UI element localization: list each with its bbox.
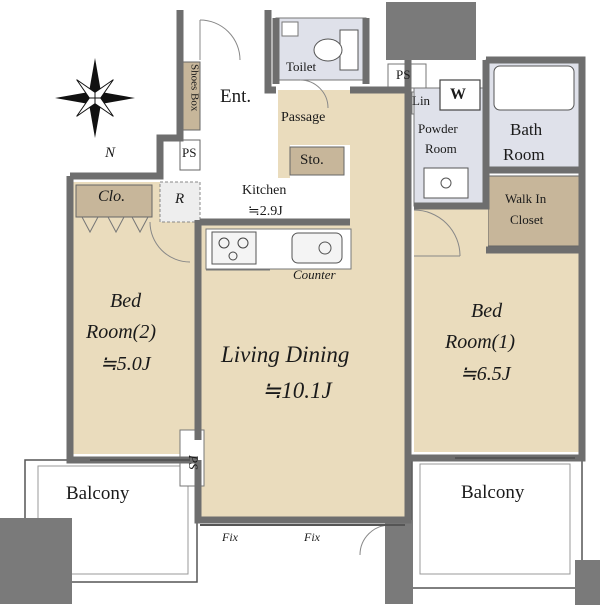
- bedroom-2-label-2: Room(2): [86, 321, 156, 343]
- walk-in-closet: [487, 175, 583, 247]
- counter-label: Counter: [293, 267, 336, 282]
- vanity-sink-icon: [423, 167, 469, 199]
- closet-doors: [81, 216, 149, 234]
- bedroom-2-door-swing: [149, 221, 191, 263]
- washer-box: [439, 79, 481, 111]
- powder-room-label-1: Powder: [418, 121, 458, 136]
- balcony-right-label: Balcony: [461, 482, 525, 503]
- toilet-sink-icon: [281, 21, 299, 37]
- living-dining-floor: [198, 90, 408, 520]
- powder-room-label-2: Room: [425, 141, 457, 156]
- ps-left-label: PS: [182, 145, 197, 160]
- fix-window-left-label: Fix: [222, 530, 238, 544]
- living-dining-size: ≒10.1J: [262, 378, 332, 403]
- bedroom-1-floor: [414, 208, 582, 452]
- closet-label: Clo.: [98, 188, 126, 205]
- compass-rose-icon: [55, 58, 135, 138]
- bedroom-2-label-1: Bed: [110, 290, 142, 312]
- passage-label: Passage: [281, 110, 326, 125]
- bathtub-icon: [493, 65, 575, 111]
- fix-window-right-label: Fix: [304, 530, 320, 544]
- bath-room-label-2: Room: [503, 145, 545, 164]
- ps-bottom-label: PS: [185, 455, 201, 470]
- refrigerator-label: R: [175, 191, 185, 207]
- lin-label: Lin: [412, 93, 431, 108]
- storage-label: Sto.: [300, 152, 324, 168]
- passage-floor: [278, 90, 350, 178]
- kitchen-size-label: ≒2.9J: [248, 204, 283, 219]
- entrance-door-swing: [199, 19, 241, 61]
- sink-icon: [291, 232, 343, 264]
- kitchen-label: Kitchen: [242, 183, 287, 198]
- column-bottom-left: [0, 518, 72, 604]
- closet-clo: [75, 184, 153, 218]
- compass-north-label: N: [105, 145, 116, 161]
- column-bottom-right: [575, 560, 600, 605]
- bedroom-1-size: ≒6.5J: [460, 363, 511, 385]
- fixed-windows: [90, 457, 575, 526]
- ps-top-label: PS: [396, 67, 411, 82]
- balcony-right: [411, 457, 583, 589]
- bedroom-1-door-swing: [413, 209, 461, 257]
- balcony-left-label: Balcony: [66, 483, 130, 504]
- entrance-label: Ent.: [220, 86, 252, 107]
- ps-left-box: [179, 139, 201, 171]
- bedroom-1-label-1: Bed: [471, 300, 503, 322]
- bedroom-2-size: ≒5.0J: [100, 353, 151, 375]
- column-top-right: [386, 2, 476, 60]
- washer-label: W: [450, 86, 466, 103]
- column-bottom-mid: [385, 520, 413, 604]
- bedroom-1-label-2: Room(1): [445, 331, 515, 353]
- bath-room-label-1: Bath: [510, 120, 543, 139]
- stove-icon: [211, 231, 257, 265]
- walk-in-closet-label-2: Closet: [510, 212, 544, 227]
- toilet-icon: [313, 29, 359, 71]
- refrigerator-space: [159, 181, 201, 223]
- vanity-drain-icon: [440, 177, 452, 189]
- bedroom-2-floor: [70, 182, 198, 454]
- toilet-label: Toilet: [286, 59, 317, 74]
- toilet-door-swing: [299, 79, 329, 109]
- storage-sto: [289, 146, 345, 176]
- living-dining-label: Living Dining: [221, 342, 350, 367]
- shoes-box-label: Shoes Box: [188, 64, 201, 112]
- walk-in-closet-label-1: Walk In: [505, 191, 547, 206]
